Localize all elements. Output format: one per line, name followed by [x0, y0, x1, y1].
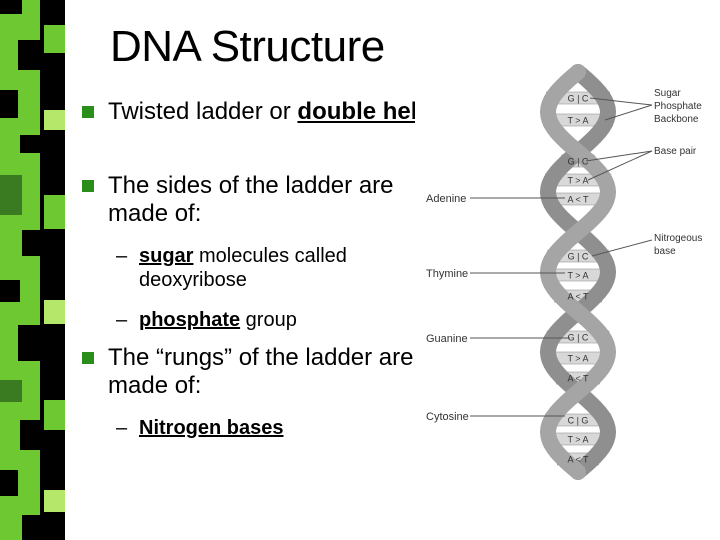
bullet-text: The sides of the ladder are made of:: [108, 172, 394, 227]
sub-bullet-emphasis: phosphate: [139, 309, 241, 331]
sub-bullet-phosphate: – phosphate group: [82, 308, 415, 332]
slide-content: Twisted ladder or double helix The sides…: [82, 98, 415, 498]
base-pair-label: G | C: [568, 333, 589, 343]
base-pair-label: A < T: [567, 374, 589, 384]
bullet-double-helix: Twisted ladder or double helix: [82, 98, 415, 126]
dna-diagram: G | C T > A G | C T > A A < T G | C T > A A < T…: [420, 60, 715, 480]
dash-marker: –: [116, 309, 128, 331]
sub-bullet-text: molecules called deoxyribose: [139, 245, 347, 291]
label-base-pair: Base pair: [654, 146, 697, 157]
sub-bullet-emphasis: sugar: [139, 245, 194, 267]
bullet-sides: The sides of the ladder are made of:: [82, 172, 408, 228]
base-pair-label: A < T: [567, 455, 589, 465]
decorative-stripe-bar: [0, 0, 65, 540]
dash-marker: –: [116, 417, 128, 439]
label-nitrogeous: Nitrogeous: [654, 233, 702, 244]
base-pair-label: T > A: [567, 271, 588, 281]
leader-line: [585, 150, 653, 162]
sub-bullet-text: group: [240, 309, 297, 331]
label-guanine: Guanine: [426, 333, 468, 345]
base-pair-label: A < T: [567, 292, 589, 302]
sub-bullet-nitrogen: – Nitrogen bases: [82, 416, 415, 440]
leader-line: [587, 150, 653, 181]
leader-line: [591, 239, 653, 257]
base-pair-label: T > A: [567, 354, 588, 364]
base-pair-labels: G | C T > A G | C T > A A < T G | C T > A A < T…: [567, 94, 589, 465]
base-pair-label: A < T: [567, 195, 589, 205]
base-pair-label: T > A: [567, 116, 588, 126]
backbone-strand: [539, 64, 617, 480]
label-backbone: Backbone: [654, 114, 699, 125]
leader-line: [604, 104, 653, 121]
label-phosphate: Phosphate: [654, 101, 702, 112]
label-adenine: Adenine: [426, 193, 466, 205]
sub-bullet-sugar: – sugar molecules called deoxyribose: [82, 244, 415, 292]
bullet-rungs: The “rungs” of the ladder are made of:: [82, 344, 415, 400]
dash-marker: –: [116, 245, 128, 267]
base-pair-label: G | C: [568, 252, 589, 262]
label-cytosine: Cytosine: [426, 411, 469, 423]
base-pair-label: T > A: [567, 176, 588, 186]
leader-lines: [470, 97, 653, 417]
label-thymine: Thymine: [426, 268, 468, 280]
square-bullet-icon: [82, 180, 94, 192]
bullet-text: Twisted ladder or: [108, 98, 298, 125]
sub-bullet-emphasis: Nitrogen bases: [139, 417, 284, 439]
base-pair-label: G | C: [568, 157, 589, 167]
square-bullet-icon: [82, 352, 94, 364]
slide-title: DNA Structure: [110, 22, 385, 71]
backbone-strand: [539, 64, 617, 480]
base-pair-label: T > A: [567, 435, 588, 445]
bullet-emphasis: double helix: [297, 98, 415, 125]
square-bullet-icon: [82, 106, 94, 118]
label-base: base: [654, 246, 676, 257]
leader-line: [589, 97, 653, 106]
base-pair-label: G | C: [568, 94, 589, 104]
base-pair-label: C | G: [568, 416, 589, 426]
bullet-text: The “rungs” of the ladder are made of:: [108, 344, 414, 399]
label-sugar: Sugar: [654, 88, 681, 99]
